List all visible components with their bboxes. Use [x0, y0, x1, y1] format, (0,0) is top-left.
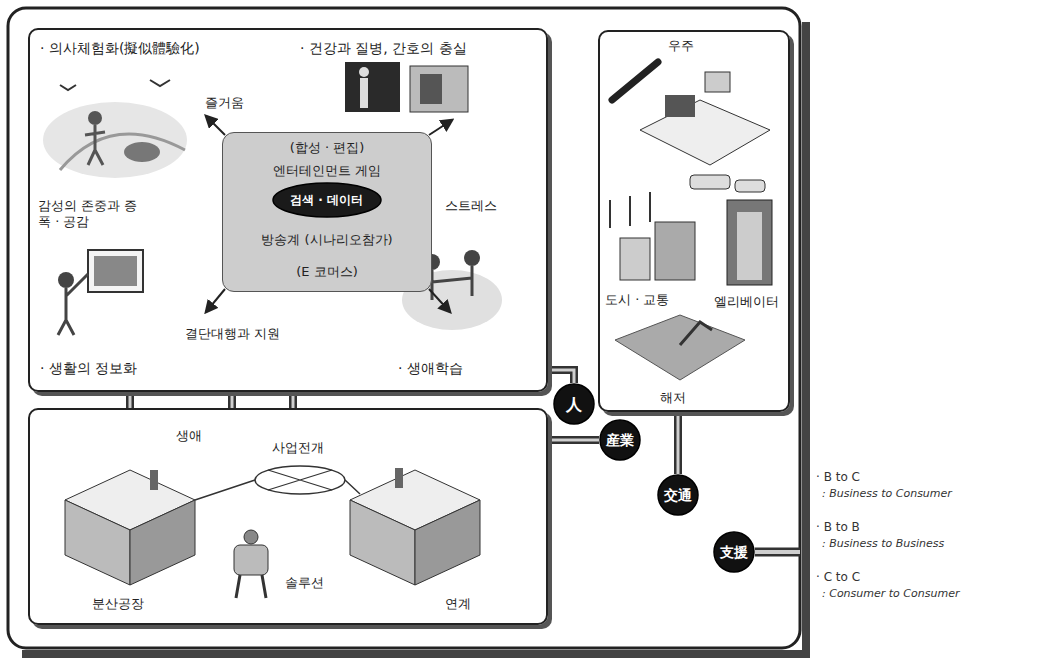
- legend-note: : Business to Consumer: [822, 487, 952, 500]
- band-outline: [674, 412, 682, 474]
- node-text: 사업전개: [272, 440, 324, 456]
- band-outline: [548, 370, 574, 383]
- node-text: 연계: [445, 596, 471, 612]
- node-text: 交通: [657, 487, 699, 504]
- bullet-text: · 생애학습: [398, 360, 463, 377]
- scene-label: 감성의 존중과 증폭 · 공감: [38, 198, 138, 229]
- band-outline: [228, 392, 236, 408]
- scene-label: 우주: [668, 38, 694, 54]
- transport-panel: 우주도시 · 교통 엘리베이터해저: [598, 30, 790, 412]
- box-text: (합성 · 편집): [223, 140, 431, 156]
- band-core: [231, 392, 234, 408]
- bullet-text: · 의사체험화(擬似體驗化): [40, 40, 200, 57]
- band-connector: [548, 370, 574, 383]
- category-circle: 支援: [713, 531, 755, 573]
- legend-note: · B to B: [816, 520, 860, 534]
- scene-label: 스트레스: [445, 198, 497, 214]
- band-outline: [289, 392, 297, 408]
- band-outline: [548, 436, 599, 444]
- box-text: 엔터테인먼트 게임: [223, 163, 431, 179]
- scene-label: 즐거움: [205, 95, 244, 111]
- ellipse-text: 검색 · 데이터: [272, 193, 382, 207]
- band-outline: [126, 392, 134, 408]
- box-text: (E 코머스): [223, 264, 431, 280]
- legend-note: : Business to Business: [822, 537, 944, 550]
- node-text: 분산공장: [92, 596, 144, 612]
- industry-panel: 생애사업전개분산공장 솔루션연계: [28, 408, 548, 625]
- media-box: (합성 · 편집) 엔터테인먼트 게임방송계 (시나리오참가) (E 코머스) 검색 …: [222, 132, 432, 292]
- band-core: [292, 392, 295, 408]
- scene-label: 도시 · 교통: [605, 292, 669, 308]
- band-connector: [232, 392, 233, 408]
- band-connector: [293, 392, 294, 408]
- bullet-text: · 생활의 정보화: [40, 360, 137, 377]
- band-core: [677, 412, 680, 474]
- node-text: 産業: [599, 432, 641, 449]
- node-text: 생애: [176, 428, 202, 444]
- legend-note: · B to C: [816, 470, 860, 484]
- category-circle: 人: [553, 383, 595, 425]
- bullet-text: · 건강과 질병, 간호의 충실: [300, 40, 467, 57]
- node-text: 솔루션: [285, 575, 324, 591]
- band-core: [129, 392, 132, 408]
- box-text: 방송계 (시나리오참가): [223, 232, 431, 248]
- people-panel: · 의사체험화(擬似體驗化) · 건강과 질병, 간호의 충실즐거움감성의 존중과…: [28, 28, 548, 392]
- band-core: [548, 370, 574, 383]
- ellipse-shape: [273, 183, 381, 217]
- category-circle: 産業: [599, 419, 641, 461]
- circle-shape: [658, 475, 698, 515]
- scene-label: 결단대행과 지원: [185, 326, 280, 342]
- circle-shape: [600, 420, 640, 460]
- band-connector: [548, 440, 599, 441]
- scene-label: 엘리베이터: [714, 294, 779, 310]
- circle-shape: [554, 384, 594, 424]
- band-connector: [678, 412, 679, 474]
- core-ellipse: 검색 · 데이터: [272, 182, 382, 218]
- legend-note: · C to C: [816, 570, 860, 584]
- circle-shape: [714, 532, 754, 572]
- legend-note: : Consumer to Consumer: [822, 587, 959, 600]
- band-core: [548, 439, 599, 442]
- node-text: 人: [553, 395, 595, 414]
- node-text: 支援: [713, 544, 755, 561]
- band-connector: [130, 392, 131, 408]
- scene-label: 해저: [660, 390, 686, 406]
- category-circle: 交通: [657, 474, 699, 516]
